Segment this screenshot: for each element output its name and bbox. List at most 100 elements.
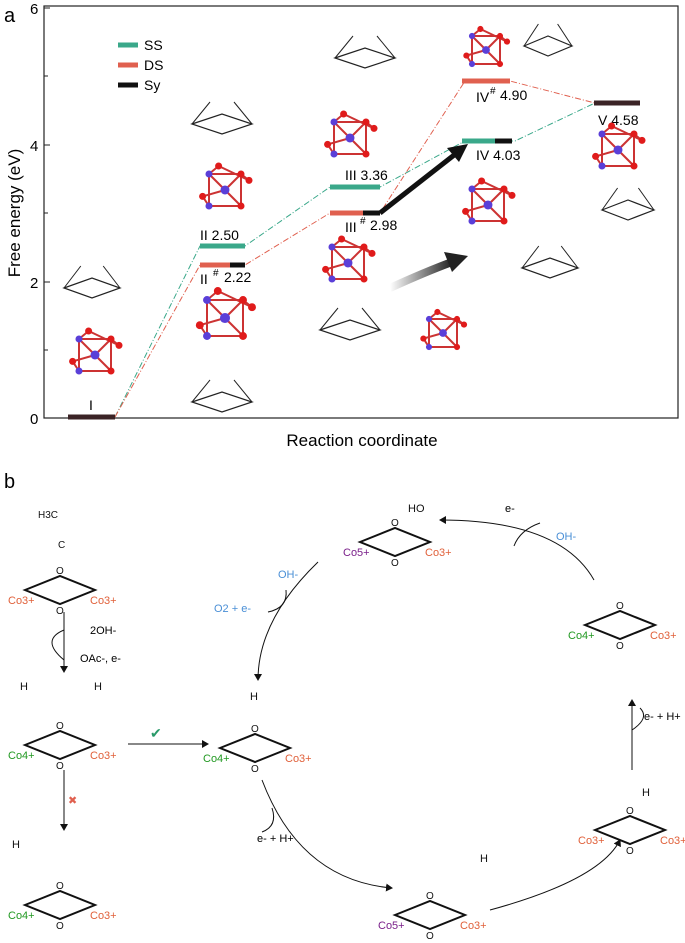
- molecular-structures: [62, 23, 656, 413]
- atom: [370, 124, 378, 132]
- cobalt-label: Co4+: [568, 630, 595, 642]
- ytick-label: 6: [30, 1, 38, 18]
- atom: [245, 176, 253, 184]
- hydrogen-label: H: [480, 853, 488, 865]
- atom: [360, 275, 368, 283]
- cluster-bond: [341, 238, 373, 255]
- ring-path: [522, 35, 574, 57]
- cobalt-label: Co3+: [90, 595, 117, 607]
- label-II: II 2.50: [200, 227, 239, 243]
- ytick-label: 4: [30, 138, 38, 155]
- ring-path: [318, 319, 382, 341]
- ring-skeleton: [190, 379, 254, 413]
- legend-ds: DS: [144, 57, 163, 73]
- label-II-ds: II: [200, 271, 208, 287]
- atom: [425, 343, 433, 351]
- ring-path: [190, 391, 254, 413]
- atom: [630, 130, 638, 138]
- label-IV: IV 4.03: [476, 147, 521, 163]
- oh-minus-right: OH-: [556, 531, 577, 543]
- atom: [608, 122, 616, 130]
- cobalt-label: Co3+: [90, 750, 117, 762]
- atom: [340, 110, 348, 118]
- atom: [477, 25, 484, 33]
- hydrogen-label: H: [20, 681, 28, 693]
- label-V: V 4.58: [598, 112, 639, 128]
- cluster-bond: [218, 165, 250, 182]
- oxygen-label: O: [426, 891, 434, 902]
- ring-skeleton: [190, 101, 254, 135]
- atom: [213, 287, 222, 295]
- cluster-model: [592, 122, 646, 170]
- atom: [483, 200, 493, 210]
- ring-bond: [102, 265, 121, 289]
- cluster-model: [195, 287, 256, 340]
- atom: [90, 350, 100, 360]
- oxygen-label: O: [626, 846, 634, 857]
- ring-bond: [557, 23, 573, 47]
- atom: [462, 207, 470, 215]
- cobalt-label: Co3+: [660, 835, 685, 847]
- ho-label: HO: [408, 503, 425, 515]
- atom: [460, 321, 468, 328]
- oxygen-label: O: [251, 724, 259, 735]
- atom: [345, 133, 355, 143]
- ring-path: [520, 257, 580, 279]
- atom: [85, 327, 93, 335]
- atom: [330, 150, 338, 158]
- atom: [330, 118, 338, 126]
- cluster-bond: [217, 290, 253, 309]
- cobalt-label: Co5+: [378, 920, 405, 932]
- oxygen-label: O: [626, 806, 634, 817]
- panel-b-label: b: [4, 471, 15, 493]
- label-II-ds-val: 2.22: [224, 269, 251, 285]
- cobalt-label: Co3+: [90, 910, 117, 922]
- atom: [453, 315, 461, 323]
- e-hplus-bottom: e- + H+: [257, 833, 294, 845]
- atom: [630, 162, 638, 170]
- atom: [239, 332, 247, 340]
- atom: [338, 235, 346, 243]
- atom: [468, 60, 476, 68]
- atom: [598, 162, 606, 170]
- atom: [107, 367, 115, 375]
- atom: [203, 296, 211, 304]
- panel-a-label: a: [4, 5, 16, 27]
- hydrogen-label: H: [94, 681, 102, 693]
- cobalt-label: Co4+: [203, 753, 230, 765]
- atom: [220, 185, 230, 195]
- atom: [324, 140, 332, 148]
- cluster-bond: [479, 28, 508, 43]
- cobalt-label: Co3+: [285, 753, 312, 765]
- energy-levels: [68, 78, 640, 420]
- hydrogen-label: H: [12, 839, 20, 851]
- atom: [468, 217, 476, 225]
- legend-sy: Sy: [144, 77, 160, 93]
- e-hplus-right: e- + H+: [644, 711, 681, 723]
- co-core-ring: [217, 732, 293, 764]
- atom: [203, 332, 211, 340]
- atom: [205, 202, 213, 210]
- ring-bond: [233, 101, 253, 125]
- label-III-ds-val: 2.98: [370, 217, 397, 233]
- ring-bond: [63, 265, 82, 289]
- atom: [420, 335, 427, 342]
- ring-bond: [361, 307, 381, 331]
- atom: [205, 170, 213, 178]
- ring-bond: [560, 245, 579, 269]
- oxygen-label: O: [56, 761, 64, 772]
- cobalt-label: Co3+: [8, 595, 35, 607]
- curved-arrow-head: [444, 252, 468, 272]
- o2-e-label: O2 + e-: [214, 603, 251, 615]
- carbon-label: C: [58, 540, 65, 551]
- atom: [195, 321, 204, 330]
- atom: [328, 275, 336, 283]
- oxygen-label: O: [426, 931, 434, 942]
- co-core-ring: [357, 526, 433, 558]
- atom: [215, 162, 223, 170]
- ring-path: [600, 199, 656, 221]
- cross-mark: ✖: [68, 795, 77, 807]
- atom: [482, 46, 490, 54]
- ring-bond: [319, 307, 339, 331]
